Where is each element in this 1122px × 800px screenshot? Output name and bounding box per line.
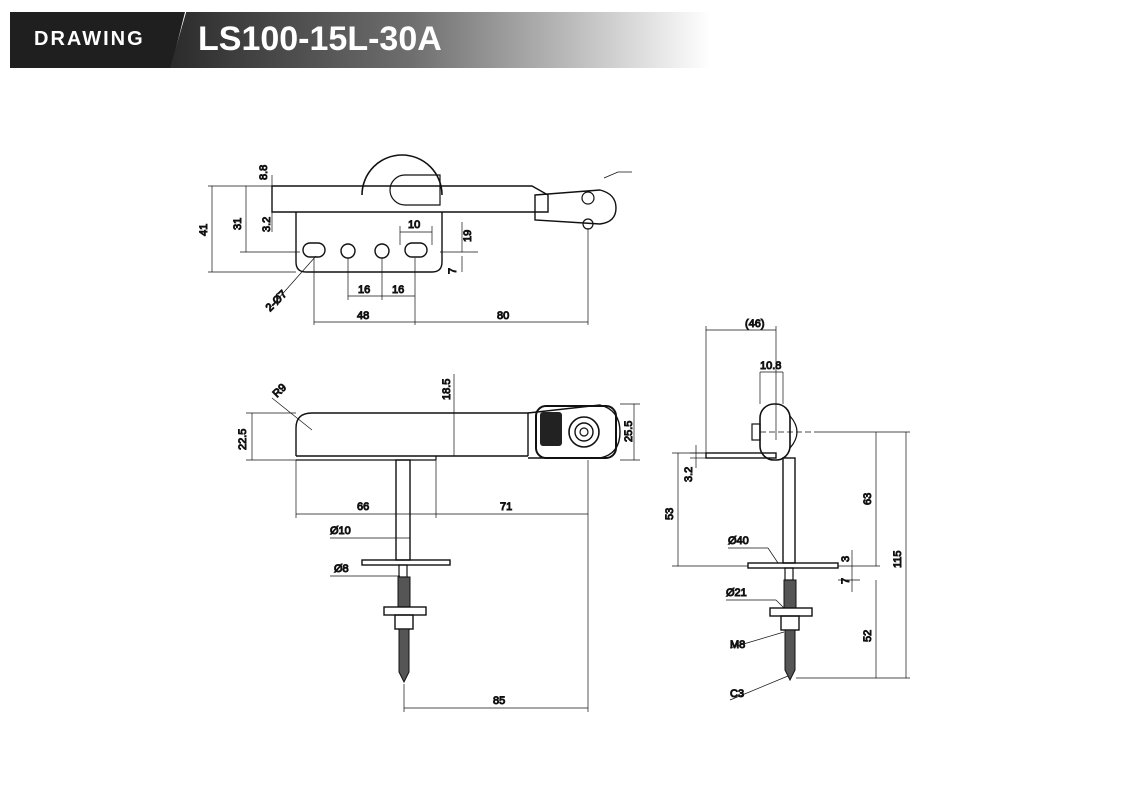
side-axle <box>751 423 761 441</box>
drawing-tag-label: DRAWING <box>34 28 145 50</box>
side-hex-nut <box>780 615 800 631</box>
dim-10-8: 10.8 <box>760 360 781 372</box>
dim-25-5: 25.5 <box>623 421 635 442</box>
dim-3: 3 <box>840 556 852 562</box>
dim-63: 63 <box>862 493 874 505</box>
eye-center <box>579 427 589 437</box>
dim-dia-21: Ø21 <box>726 587 747 599</box>
mounting-plate <box>295 212 443 273</box>
part-number-title: LS100-15L-30A <box>198 20 442 58</box>
stud-neck <box>398 564 408 578</box>
side-washer <box>747 562 839 569</box>
side-stem <box>782 457 796 564</box>
slot-hole-right <box>404 242 428 258</box>
dim-48: 48 <box>357 310 369 322</box>
thread-lower <box>398 628 410 684</box>
eye-inner-ring <box>574 422 594 442</box>
eye-end <box>534 189 617 225</box>
dim-41: 41 <box>198 224 210 236</box>
eye-bolt-top <box>581 191 595 205</box>
dim-71: 71 <box>500 501 512 513</box>
nut-washer <box>383 606 427 616</box>
dim-7: 7 <box>447 268 459 274</box>
dim-31: 31 <box>232 218 244 230</box>
dim-52: 52 <box>862 630 874 642</box>
brand-logo <box>540 412 562 446</box>
dim-side-3-2: 3.2 <box>683 467 695 482</box>
top-view: 8.8 31 41 3.2 10 19 7 16 16 2-Ø7 48 80 <box>198 154 632 325</box>
top-arm <box>271 185 549 213</box>
dim-18-5: 18.5 <box>441 379 453 400</box>
hex-nut <box>394 614 414 630</box>
dim-19: 19 <box>462 230 474 242</box>
dim-16-left: 16 <box>358 284 370 296</box>
dim-r9: R9 <box>271 382 289 400</box>
wheel-outline <box>361 154 443 196</box>
dim-46: (46) <box>745 318 765 330</box>
dim-holes: 2-Ø7 <box>264 288 290 314</box>
drawing-tag <box>10 12 185 68</box>
round-hole-2 <box>374 243 390 259</box>
front-eye-housing <box>527 404 621 459</box>
stud-shaft <box>395 459 411 561</box>
dim-16-right: 16 <box>392 284 404 296</box>
side-plate <box>705 452 777 459</box>
dim-dia-10: Ø10 <box>330 525 351 537</box>
dim-80: 80 <box>497 310 509 322</box>
thread-upper <box>397 576 411 608</box>
side-thread-upper <box>783 579 797 609</box>
slot-hole-left <box>302 242 326 258</box>
eye-outer-ring <box>568 416 600 448</box>
dim-m8: M8 <box>730 639 745 651</box>
front-arm <box>295 412 529 456</box>
side-nut-washer <box>769 607 813 617</box>
dim-3-2: 3.2 <box>261 217 273 232</box>
badge-outline <box>535 405 617 459</box>
side-view: (46) 10.8 3.2 53 63 115 Ø40 3 7 Ø21 M8 5… <box>664 318 910 701</box>
dim-10: 10 <box>408 219 420 231</box>
dim-66: 66 <box>357 501 369 513</box>
dim-22-5: 22.5 <box>237 429 249 450</box>
eye-leader <box>603 171 632 179</box>
front-view: R9 18.5 22.5 25.5 66 71 Ø10 Ø8 85 <box>237 374 640 712</box>
dim-dia-40: Ø40 <box>728 535 749 547</box>
round-hole-1 <box>340 243 356 259</box>
title-band <box>170 12 710 68</box>
washer <box>361 559 451 566</box>
side-thread-lower <box>784 629 796 682</box>
dim-53: 53 <box>664 508 676 520</box>
dim-8-8: 8.8 <box>258 165 270 180</box>
dim-115: 115 <box>892 550 904 568</box>
dim-c3: C3 <box>730 688 744 700</box>
dim-85: 85 <box>493 695 505 707</box>
header-banner: DRAWING LS100-15L-30A <box>0 0 1122 80</box>
top-arm-slot <box>389 174 441 206</box>
dim-dia-8: Ø8 <box>334 563 349 575</box>
dim-side-7: 7 <box>840 578 852 584</box>
